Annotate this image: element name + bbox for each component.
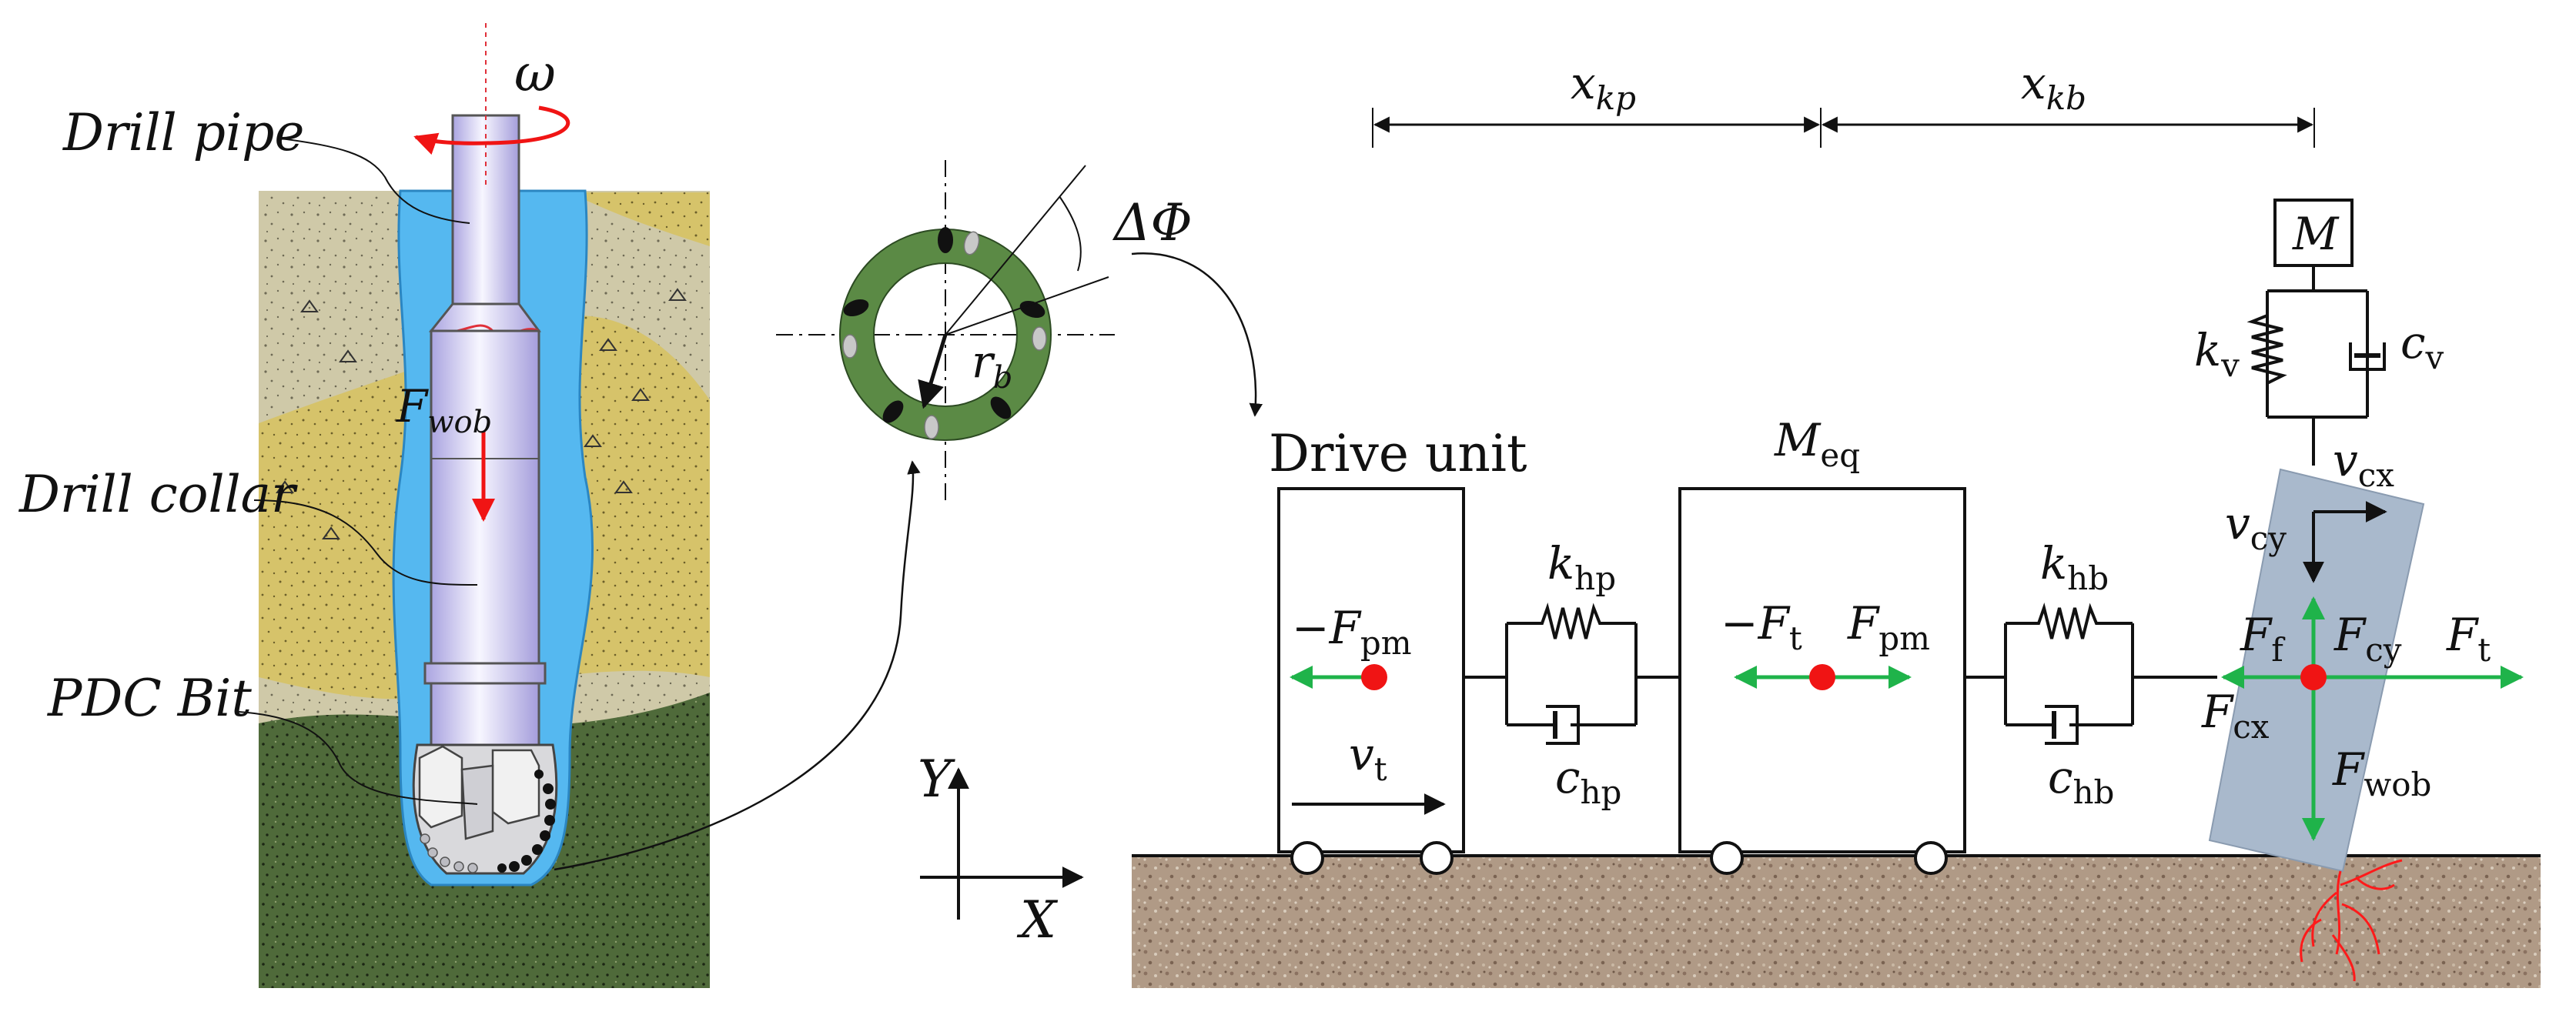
fcy-label: Fcy xyxy=(2333,609,2402,669)
cv-label: cv xyxy=(2400,316,2444,376)
xkb-label: xkb xyxy=(2021,57,2086,117)
meq-mass-point xyxy=(1809,664,1835,690)
drive-unit-mass-point xyxy=(1361,664,1387,690)
ring-cutters-light xyxy=(842,231,1047,439)
angle-ray-2 xyxy=(945,276,1109,336)
pdc-cutters-light xyxy=(420,833,478,873)
bit-blades xyxy=(418,745,540,840)
neg-fpm-label: −Fpm xyxy=(1292,602,1412,662)
vcx-label: vcx xyxy=(2333,434,2394,494)
drill-pipe-label: Drill pipe xyxy=(62,103,304,162)
rb-arrow xyxy=(918,334,948,409)
ft-label: Ft xyxy=(2446,609,2491,669)
pdc-bit-label: PDC Bit xyxy=(47,669,252,728)
vcy-label: vcy xyxy=(2225,497,2287,557)
bit-contact-point xyxy=(2300,664,2327,690)
bit-ring-detail: ΔΦ rb xyxy=(554,160,1263,871)
coordinate-axes: Y X xyxy=(918,750,1084,950)
kv-spring xyxy=(2246,308,2287,417)
neg-ft-label: −Ft xyxy=(1721,597,1802,657)
ring-cutters-dark xyxy=(843,227,1045,423)
y-axis-label: Y xyxy=(918,750,955,809)
hb-spring xyxy=(2006,603,2133,639)
hp-spring xyxy=(1507,603,1636,639)
khp-label: khp xyxy=(1547,537,1616,597)
rock-cracks xyxy=(2300,859,2403,982)
khb-label: khb xyxy=(2040,537,2109,597)
meq-label: Meq xyxy=(1774,414,1860,474)
omega-label: ω xyxy=(514,44,556,103)
fwob-force-label: Fwob xyxy=(2332,743,2431,803)
fwob-label: Fwob xyxy=(396,380,492,440)
hb-spring-damper xyxy=(1965,603,2217,745)
drill-pipe-leader xyxy=(280,138,470,224)
bit-ring-outline-inner xyxy=(873,262,1018,407)
vt-label: vt xyxy=(1349,728,1387,788)
fpm-label: Fpm xyxy=(1847,597,1930,657)
fcx-label: Fcx xyxy=(2201,686,2270,746)
wellbore-section: ω Fwob Drill pipe Drill collar PDC Bit xyxy=(18,23,710,988)
ring-to-model-arrow xyxy=(1131,252,1263,417)
stabilizer-ring xyxy=(423,662,547,685)
ff-label: Ff xyxy=(2240,609,2286,669)
mass-m-box xyxy=(2273,199,2354,267)
hp-damper xyxy=(1546,705,1580,745)
delta-phi-label: ΔΦ xyxy=(1112,193,1193,252)
drive-unit-label: Drive unit xyxy=(1269,424,1527,483)
drive-unit-wheel-left xyxy=(1290,841,1324,875)
x-axis-label: X xyxy=(1016,890,1059,950)
angle-ray-1 xyxy=(945,165,1086,336)
formation-yellow-top-band xyxy=(570,192,710,246)
dynamic-model: xkp xkb Drive unit −Fpm vt xyxy=(1132,57,2541,988)
meq-wheel-left xyxy=(1710,841,1744,875)
ground xyxy=(1132,856,2541,988)
mass-m-label: M xyxy=(2292,208,2340,260)
drill-collar-label: Drill collar xyxy=(18,465,298,524)
meq-wheel-right xyxy=(1914,841,1948,875)
chb-label: chb xyxy=(2048,751,2114,811)
rb-label: rb xyxy=(972,336,1012,396)
bit-to-ring-arrow xyxy=(554,460,921,871)
chp-label: chp xyxy=(1555,751,1621,811)
hp-spring-damper xyxy=(1464,603,1680,745)
xkp-label: xkp xyxy=(1571,57,1636,117)
drill-collar-leader xyxy=(253,499,478,586)
meq-box xyxy=(1678,487,1966,853)
kv-label: kv xyxy=(2194,324,2240,384)
drive-unit-wheel-right xyxy=(1420,841,1454,875)
sub-body xyxy=(430,682,540,746)
pdc-cutters xyxy=(497,770,556,873)
vertical-spring-damper xyxy=(2246,265,2386,466)
rotation-arrow xyxy=(413,105,570,155)
hb-damper xyxy=(2045,705,2079,745)
angle-arc xyxy=(1059,195,1082,272)
pdc-bit-leader xyxy=(238,711,478,805)
